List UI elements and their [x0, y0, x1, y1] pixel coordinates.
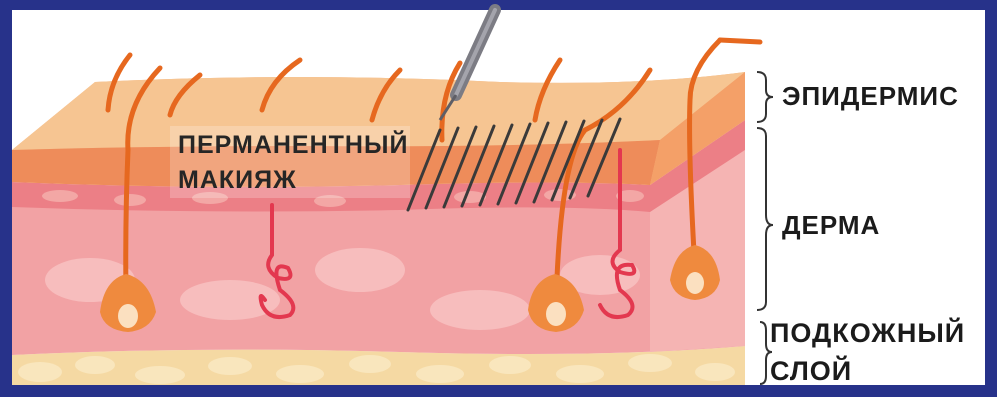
subcutaneous-label-line2: СЛОЙ — [770, 356, 852, 387]
pmu-label-line2: МАКИЯЖ — [178, 166, 297, 195]
epidermis-label: ЭПИДЕРМИС — [782, 81, 959, 112]
subcutaneous-label-line1: ПОДКОЖНЫЙ — [770, 318, 965, 349]
pmu-label-line1: ПЕРМАНЕНТНЫЙ — [178, 131, 408, 160]
dermis-label: ДЕРМА — [782, 210, 880, 241]
